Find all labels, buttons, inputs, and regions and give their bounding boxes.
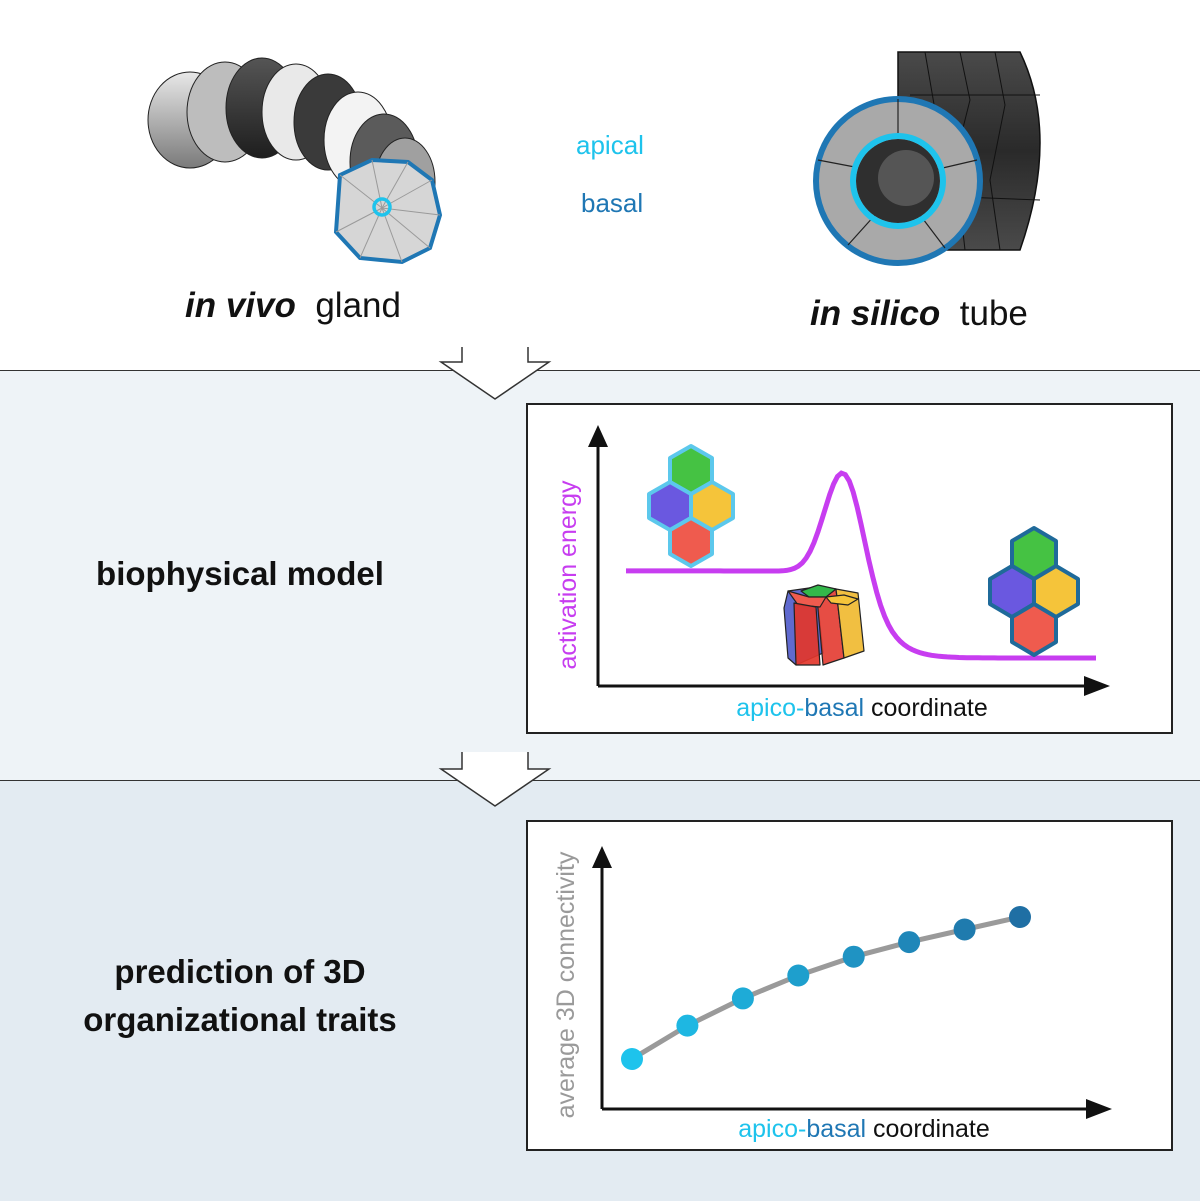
apical-cell-cluster-icon: [647, 444, 735, 568]
basal-cell-cluster-icon: [988, 526, 1080, 657]
energy-xlabel-apico: apico-: [736, 694, 804, 722]
connectivity-point: [621, 1048, 643, 1070]
energy-curve: [626, 470, 1096, 661]
connect-xlabel-basal: basal: [806, 1115, 866, 1143]
in-vivo-italic: in vivo: [185, 286, 296, 325]
in-silico-caption: in silico tube: [810, 294, 1028, 334]
energy-x-axis-arrowhead: [1084, 676, 1110, 696]
legend-apical: apical: [576, 130, 644, 160]
connectivity-points: [621, 906, 1031, 1070]
connectivity-point: [953, 918, 976, 941]
connectivity-point: [731, 987, 754, 1010]
energy-y-axis-arrowhead: [588, 425, 608, 447]
in-silico-italic: in silico: [810, 294, 941, 333]
energy-xlabel-basal: basal: [804, 694, 864, 722]
connect-y-axis-label: average 3D connectivity: [552, 851, 580, 1118]
connectivity-chart: average 3D connectivity apico-basal coor…: [552, 846, 1112, 1143]
connectivity-point: [842, 945, 865, 968]
in-silico-rest: tube: [959, 294, 1028, 333]
connectivity-point: [676, 1014, 699, 1037]
prediction-label-line2: organizational traits: [83, 1001, 397, 1038]
in-vivo-rest: gland: [315, 286, 401, 325]
prediction-label-line1: prediction of 3D: [114, 953, 366, 990]
connect-xlabel-coordinate: coordinate: [866, 1115, 990, 1143]
flow-arrow-down-1: [438, 347, 552, 400]
connect-xlabel-apico: apico-: [738, 1115, 806, 1143]
gland-apical-outline: [372, 197, 392, 217]
energy-x-axis-label: apico-basal coordinate: [736, 694, 988, 722]
energy-xlabel-coordinate: coordinate: [864, 694, 988, 722]
energy-y-axis-label: activation energy: [554, 480, 582, 670]
activation-energy-panel: activation energy apico-basal coordinate: [526, 403, 1173, 734]
connectivity-point: [787, 964, 810, 987]
connect-y-axis-arrowhead: [592, 846, 612, 868]
prediction-stage-label: prediction of 3D organizational traits: [30, 948, 450, 1044]
flow-arrow-down-2: [438, 752, 552, 807]
connectivity-panel: average 3D connectivity apico-basal coor…: [526, 820, 1173, 1151]
connect-x-axis-arrowhead: [1086, 1099, 1112, 1119]
activation-energy-chart: activation energy apico-basal coordinate: [554, 425, 1110, 722]
connectivity-point: [1009, 906, 1031, 928]
tube-apical-outline: [850, 133, 946, 229]
connect-x-axis-label: apico-basal coordinate: [738, 1115, 990, 1143]
model-stage-label: biophysical model: [96, 555, 384, 592]
in-vivo-caption: in vivo gland: [185, 286, 401, 326]
legend-basal: basal: [581, 188, 644, 218]
scutoid-3d-icon: [783, 584, 865, 666]
connectivity-point: [898, 931, 921, 954]
